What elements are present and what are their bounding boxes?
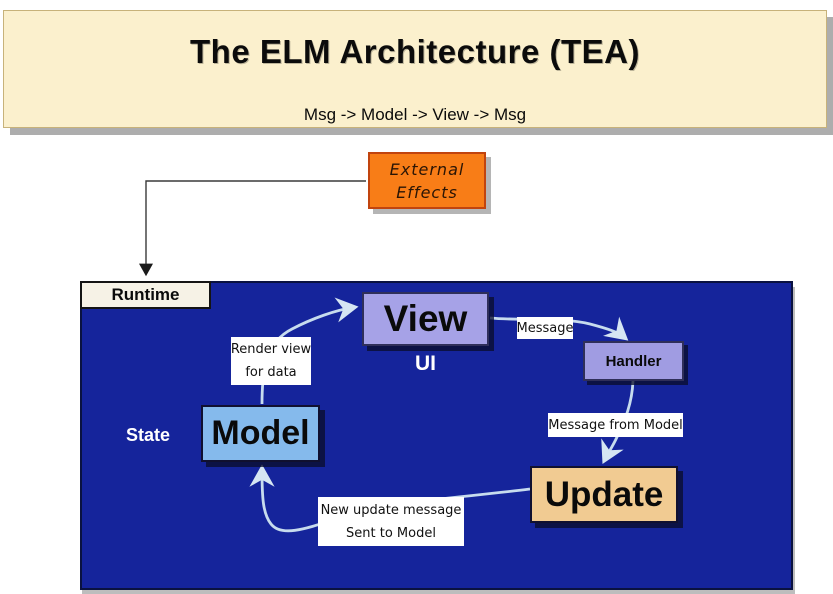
label-render-view-for-data: Render view for data	[231, 337, 311, 385]
page-title: The ELM Architecture (TEA)	[190, 33, 640, 70]
update-node: Update	[530, 466, 678, 523]
label-new-update-line1: New update message	[320, 502, 462, 518]
state-tag: State	[108, 425, 188, 446]
ui-tag-text: UI	[415, 352, 436, 375]
runtime-label: Runtime	[80, 281, 211, 309]
external-effects-node: External Effects	[368, 152, 486, 209]
ui-tag: UI	[362, 352, 489, 376]
title-banner: The ELM Architecture (TEA) Msg -> Model …	[3, 10, 827, 128]
label-message-from-model-text: Message from Model	[548, 417, 683, 433]
subtitle: Msg -> Model -> View -> Msg	[303, 105, 527, 124]
update-node-text: Update	[544, 474, 664, 514]
model-node-text: Model	[211, 414, 310, 452]
label-new-update-line2: Sent to Model	[346, 525, 436, 541]
handler-node: Handler	[583, 341, 684, 381]
view-node: View	[362, 292, 489, 346]
label-render-line1: Render view	[230, 342, 312, 357]
arrow-external-to-runtime	[139, 180, 366, 277]
handler-node-text: Handler	[605, 352, 662, 370]
runtime-label-text: Runtime	[111, 285, 180, 304]
label-message-from-model: Message from Model	[548, 413, 683, 437]
model-node: Model	[201, 405, 320, 462]
label-new-update-message: New update message Sent to Model	[318, 497, 464, 546]
label-message-text: Message	[516, 320, 574, 336]
view-node-text: View	[383, 298, 468, 339]
label-message: Message	[516, 317, 574, 339]
label-render-line2: for data	[245, 365, 297, 380]
state-tag-text: State	[125, 425, 170, 445]
external-effects-line2: Effects	[396, 182, 458, 202]
external-effects-line1: External	[389, 159, 465, 179]
